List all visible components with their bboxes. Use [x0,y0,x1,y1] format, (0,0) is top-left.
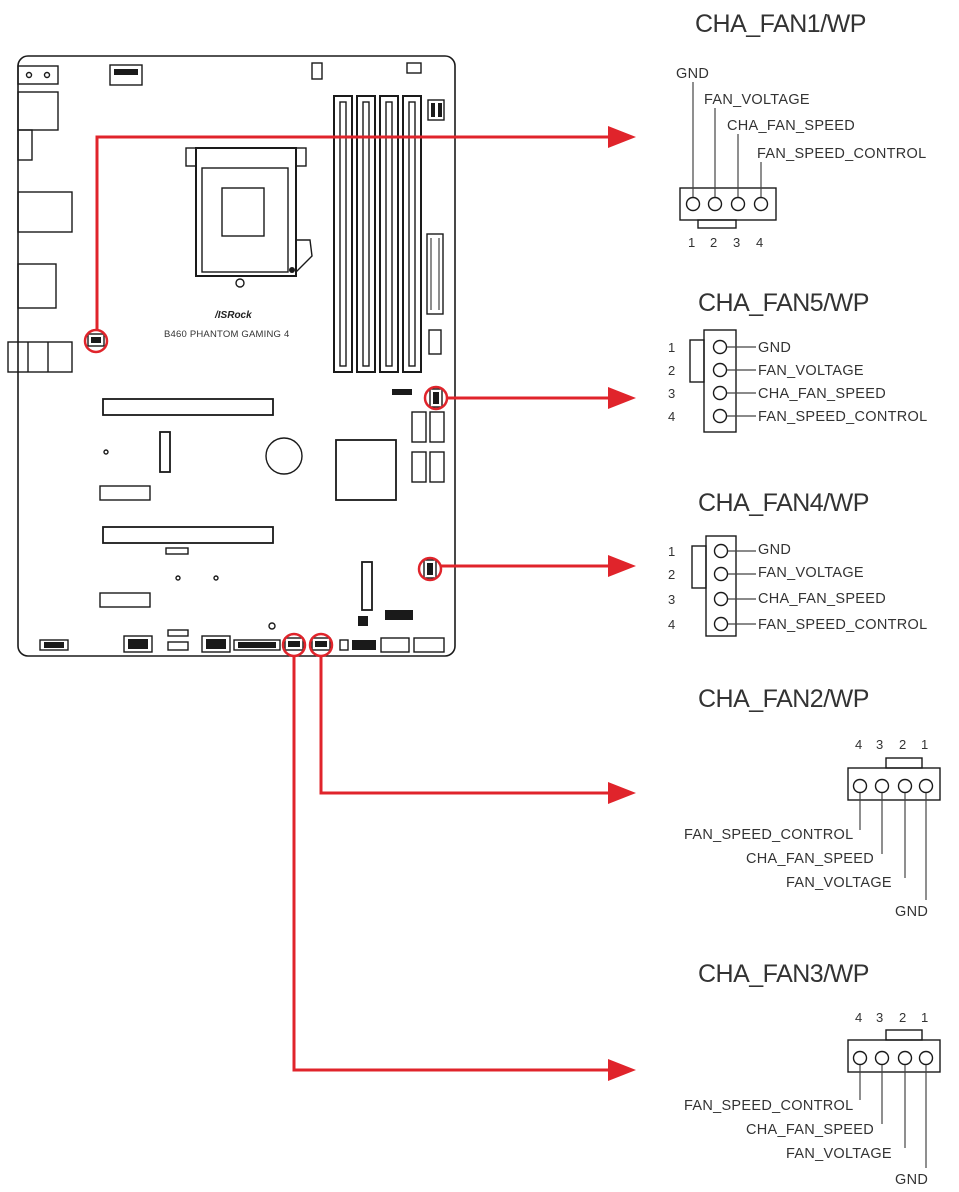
cha-fan1-pin-1: 1 [688,235,695,250]
cha-fan1-signal-3: CHA_FAN_SPEED [727,118,855,134]
cha-fan3-pin-4: 4 [855,1010,862,1025]
cmos-battery [265,437,303,475]
cha-fan3-signal-4: FAN_SPEED_CONTROL [684,1098,853,1114]
cha-fan4-pin-4: 4 [668,617,675,632]
cha-fan3-pin-1: 1 [921,1010,928,1025]
cha-fan2-pin-2: 2 [899,737,906,752]
cha-fan4-pin-3: 3 [668,592,675,607]
bottom-headers [39,610,445,653]
cha-fan5-pin-4: 4 [668,409,675,424]
cha-fan4-board-header [423,559,437,579]
cha-fan2-pin-4: 4 [855,737,862,752]
cha-fan2-title: CHA_FAN2/WP [698,685,869,713]
cha-fan1-signal-4: FAN_SPEED_CONTROL [757,146,926,162]
cha-fan4-signal-1: GND [758,542,791,558]
cha-fan1-pin-2: 2 [710,235,717,250]
cha-fan2-pinout: CHA_FAN2/WP 4 3 2 1 FAN_SPEED_CONTROL CH… [684,685,941,920]
cha-fan3-signal-3: CHA_FAN_SPEED [746,1122,874,1138]
cpu-socket [185,147,313,288]
cha-fan5-signal-1: GND [758,340,791,356]
cha-fan4-pinout: CHA_FAN4/WP 1 2 3 4 GND FAN_VOLTAGE CHA_… [668,489,927,637]
cha-fan1-pinout: CHA_FAN1/WP GND FAN_VOLTAGE CHA_FAN_SPEE… [676,10,926,250]
cha-fan2-signal-1: GND [895,904,928,920]
cha-fan5-title: CHA_FAN5/WP [698,289,869,317]
cha-fan1-signal-1: GND [676,66,709,82]
cha-fan5-connector [703,329,737,433]
cha-fan5-signal-3: CHA_FAN_SPEED [758,386,886,402]
cha-fan2-board-header [311,637,331,651]
cha-fan2-pin-1: 1 [921,737,928,752]
cha-fan3-title: CHA_FAN3/WP [698,960,869,988]
cha-fan5-signal-4: FAN_SPEED_CONTROL [758,409,927,425]
cha-fan1-pin-3: 3 [733,235,740,250]
cha-fan4-signal-3: CHA_FAN_SPEED [758,591,886,607]
cha-fan1-pin-4: 4 [756,235,763,250]
cha-fan3-arrow [608,1059,636,1081]
cha-fan1-callout-line [95,135,610,330]
cha-fan3-callout-line [292,656,610,1072]
cha-fan3-pin-2: 2 [899,1010,906,1025]
cha-fan4-signal-4: FAN_SPEED_CONTROL [758,617,927,633]
cha-fan5-pin-3: 3 [668,386,675,401]
cha-fan2-signal-2: FAN_VOLTAGE [786,875,892,891]
cha-fan2-pin-3: 3 [876,737,883,752]
cha-fan5-pin-1: 1 [668,340,675,355]
dimm-slots [333,95,422,373]
cha-fan3-pin-3: 3 [876,1010,883,1025]
cha-fan5-signal-2: FAN_VOLTAGE [758,363,864,379]
cha-fan3-signal-2: FAN_VOLTAGE [786,1146,892,1162]
cha-fan4-arrow [608,555,636,577]
cha-fan2-callout-line [319,656,610,795]
cha-fan4-pin-2: 2 [668,567,675,582]
cha-fan1-arrow [608,126,636,148]
cha-fan5-arrow [608,387,636,409]
cha-fan3-connector [847,1039,941,1073]
cha-fan2-arrow [608,782,636,804]
cha-fan5-pin-2: 2 [668,363,675,378]
cha-fan2-connector [847,767,941,801]
cha-fan5-pinout: CHA_FAN5/WP 1 2 3 4 GND FAN_VOLTAGE CHA_… [668,289,927,433]
motherboard: /ISRock B460 PHANTOM GAMING 4 [7,55,456,657]
cha-fan2-signal-4: FAN_SPEED_CONTROL [684,827,853,843]
cha-fan1-title: CHA_FAN1/WP [695,10,866,38]
cha-fan3-signal-1: GND [895,1172,928,1188]
rear-io-panel [7,65,73,373]
cha-fan5-board-header [429,388,443,408]
board-outline [17,55,456,657]
pcie-slots [99,398,373,611]
sata-ports [411,411,445,483]
cha-fan4-title: CHA_FAN4/WP [698,489,869,517]
cpu-power-connector [109,64,143,86]
cha-fan4-pin-1: 1 [668,544,675,559]
board-model: B460 PHANTOM GAMING 4 [164,329,289,340]
callouts [83,126,636,1081]
cha-fan4-highlight [417,556,443,582]
cha-fan2-signal-3: CHA_FAN_SPEED [746,851,874,867]
cha-fan3-board-header [284,637,304,651]
cha-fan1-board-header [87,333,105,347]
cha-fan4-signal-2: FAN_VOLTAGE [758,565,864,581]
chipset [335,439,397,501]
cha-fan1-signal-2: FAN_VOLTAGE [704,92,810,108]
atx-power-connector [426,233,444,315]
cha-fan3-pinout: CHA_FAN3/WP 4 3 2 1 FAN_SPEED_CONTROL CH… [684,960,941,1188]
board-brand: /ISRock [214,310,252,321]
